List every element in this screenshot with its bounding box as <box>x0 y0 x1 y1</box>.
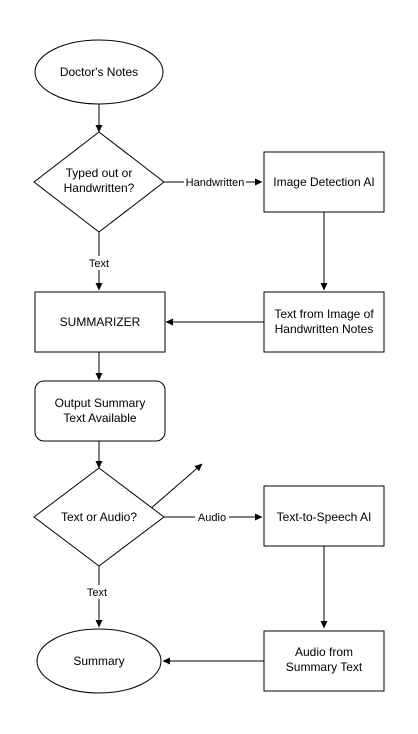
edge-text-to-summarizer: Text <box>86 232 112 291</box>
node-summary-label: Summary <box>73 654 124 668</box>
node-tts-label: Text-to-Speech AI <box>277 510 372 524</box>
node-doctors-notes-label: Doctor's Notes <box>60 65 138 79</box>
node-audio-from-summary-line1: Audio from <box>295 645 353 659</box>
edge-label-text-1: Text <box>89 258 109 270</box>
node-text-or-audio: Text or Audio? <box>33 467 165 567</box>
node-text-to-speech-ai: Text-to-Speech AI <box>263 485 385 547</box>
node-output-summary: Output Summary Text Available <box>34 380 166 442</box>
node-image-detection-ai: Image Detection AI <box>263 151 385 213</box>
node-text-from-image-line1: Text from Image of <box>274 307 374 321</box>
node-summarizer-label: SUMMARIZER <box>60 315 141 329</box>
node-image-detection-label: Image Detection AI <box>273 175 374 189</box>
edge-handwritten: Handwritten <box>164 175 263 189</box>
node-text-from-image-line2: Handwritten Notes <box>275 322 374 336</box>
node-typed-or-handwritten: Typed out or Handwritten? <box>33 131 165 233</box>
node-typed-label-line2: Handwritten? <box>64 181 135 195</box>
edge-label-handwritten: Handwritten <box>186 177 245 189</box>
node-typed-label-line1: Typed out or <box>66 166 133 180</box>
node-output-summary-line2: Text Available <box>63 411 136 425</box>
node-doctors-notes: Doctor's Notes <box>34 39 164 105</box>
edge-label-audio: Audio <box>198 512 226 524</box>
node-summary: Summary <box>36 628 162 694</box>
edge-label-text-2: Text <box>87 587 107 599</box>
edge-stray-arrow <box>148 463 203 511</box>
edge-text-to-summary: Text <box>84 566 110 628</box>
node-output-summary-line1: Output Summary <box>55 396 146 410</box>
node-text-from-image: Text from Image of Handwritten Notes <box>263 291 385 353</box>
node-audio-from-summary-line2: Summary Text <box>286 660 363 674</box>
node-audio-from-summary: Audio from Summary Text <box>263 630 385 692</box>
node-text-or-audio-label: Text or Audio? <box>61 510 137 524</box>
edge-audio: Audio <box>164 510 263 524</box>
node-summarizer: SUMMARIZER <box>34 291 166 353</box>
